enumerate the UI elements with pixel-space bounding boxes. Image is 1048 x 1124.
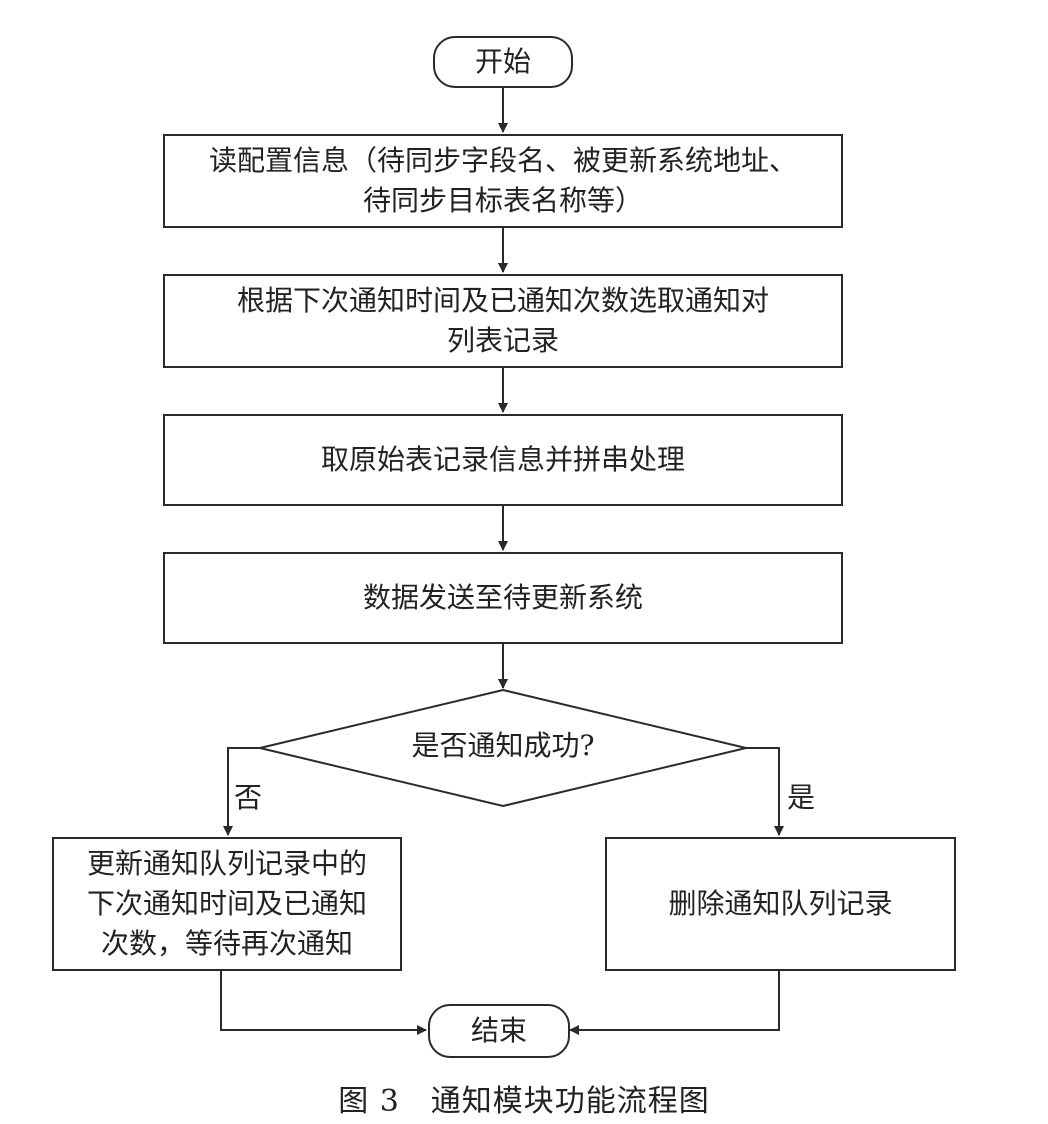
arrow-no-branch [223,747,260,836]
read-config-line-1: 读配置信息（待同步字段名、被更新系统地址、 [208,144,797,177]
end-node: 结束 [428,1004,570,1058]
delete-queue-label: 删除通知队列记录 [668,887,893,920]
arrow-yes-branch [746,747,784,836]
select-records-line-1: 根据下次通知时间及已通知次数选取通知对 [236,284,769,317]
branch-no-label: 否 [234,781,263,814]
read-config-box: 读配置信息（待同步字段名、被更新系统地址、 待同步目标表名称等） [163,134,843,228]
arrow-update-to-end [220,971,427,1035]
start-label: 开始 [474,45,531,78]
update-queue-line-3: 次数，等待再次通知 [100,927,353,960]
decision-label: 是否通知成功? [411,729,595,762]
read-config-line-2: 待同步目标表名称等） [362,184,643,217]
select-records-box: 根据下次通知时间及已通知次数选取通知对 列表记录 [163,274,843,368]
delete-queue-box: 删除通知队列记录 [605,837,956,971]
start-node: 开始 [433,36,573,88]
update-queue-line-2: 下次通知时间及已通知 [86,887,367,920]
process-box: 取原始表记录信息并拼串处理 [163,414,843,506]
send-box: 数据发送至待更新系统 [163,552,843,644]
select-records-line-2: 列表记录 [446,324,559,357]
process-label: 取原始表记录信息并拼串处理 [320,443,685,476]
send-label: 数据发送至待更新系统 [362,581,643,614]
update-queue-box: 更新通知队列记录中的 下次通知时间及已通知 次数，等待再次通知 [52,837,402,971]
decision-diamond [259,688,747,808]
branch-yes-label: 是 [787,781,816,814]
end-label: 结束 [470,1014,527,1047]
figure-caption: 图 3 通知模块功能流程图 [338,1084,710,1119]
update-queue-line-1: 更新通知队列记录中的 [86,847,367,880]
arrow-delete-to-end [569,971,780,1035]
